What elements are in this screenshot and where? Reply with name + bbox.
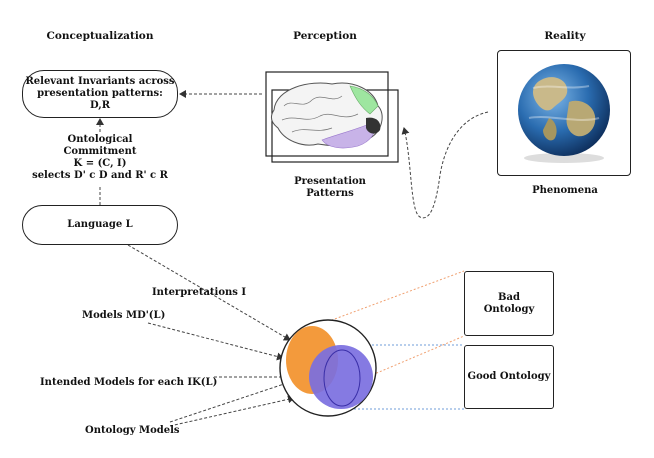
brain-icon xyxy=(265,71,399,163)
bad-ontology-guide-bottom xyxy=(331,335,465,393)
earth-globe-icon xyxy=(518,64,610,163)
heading-reality: Reality xyxy=(544,30,586,42)
reality-to-perception-wave xyxy=(401,111,489,219)
ontological-commitment-text: Ontological Commitment K = (C, I) select… xyxy=(20,134,180,182)
bad-ontology-box: Bad Ontology xyxy=(464,271,554,336)
invariants-pill: Relevant Invariants across presentation … xyxy=(22,70,178,118)
ontology-models-label: Ontology Models xyxy=(85,425,180,436)
invariants-line-3: D,R xyxy=(89,100,111,111)
commitment-line-1: Ontological xyxy=(67,134,133,145)
good-ontology-box: Good Ontology xyxy=(464,345,554,409)
bad-ontology-line-2: Ontology xyxy=(483,303,535,315)
commitment-line-3: K = (C, I) xyxy=(73,158,127,169)
brain-figure xyxy=(262,70,402,165)
language-pill: Language L xyxy=(22,205,178,245)
ontology-models-arrow-1 xyxy=(169,380,291,423)
presentation-line-2: Patterns xyxy=(306,188,354,199)
bad-ontology-guide-top xyxy=(304,270,465,331)
invariants-line-2: presentation patterns: xyxy=(37,88,163,99)
bad-ontology-line-1: Bad xyxy=(498,291,520,303)
heading-conceptualization: Conceptualization xyxy=(46,30,154,42)
models-to-circle-arrow xyxy=(147,322,284,361)
presentation-line-1: Presentation xyxy=(294,176,366,187)
ontology-models-arrow-2 xyxy=(169,395,295,427)
interpretations-label: Interpretations I xyxy=(152,287,247,298)
presentation-patterns-label: Presentation Patterns xyxy=(270,176,390,200)
commitment-line-4: selects D' c D and R' c R xyxy=(32,170,168,181)
phenomena-label: Phenomena xyxy=(532,185,598,196)
language-to-circle-arrow xyxy=(127,244,291,341)
models-md-label: Models MD'(L) xyxy=(82,310,166,321)
heading-perception: Perception xyxy=(293,30,357,42)
intended-models-label: Intended Models for each IK(L) xyxy=(40,377,218,388)
invariants-line-1: Relevant Invariants across xyxy=(25,76,175,87)
reality-frame xyxy=(497,50,631,176)
commitment-line-2: Commitment xyxy=(63,146,137,157)
